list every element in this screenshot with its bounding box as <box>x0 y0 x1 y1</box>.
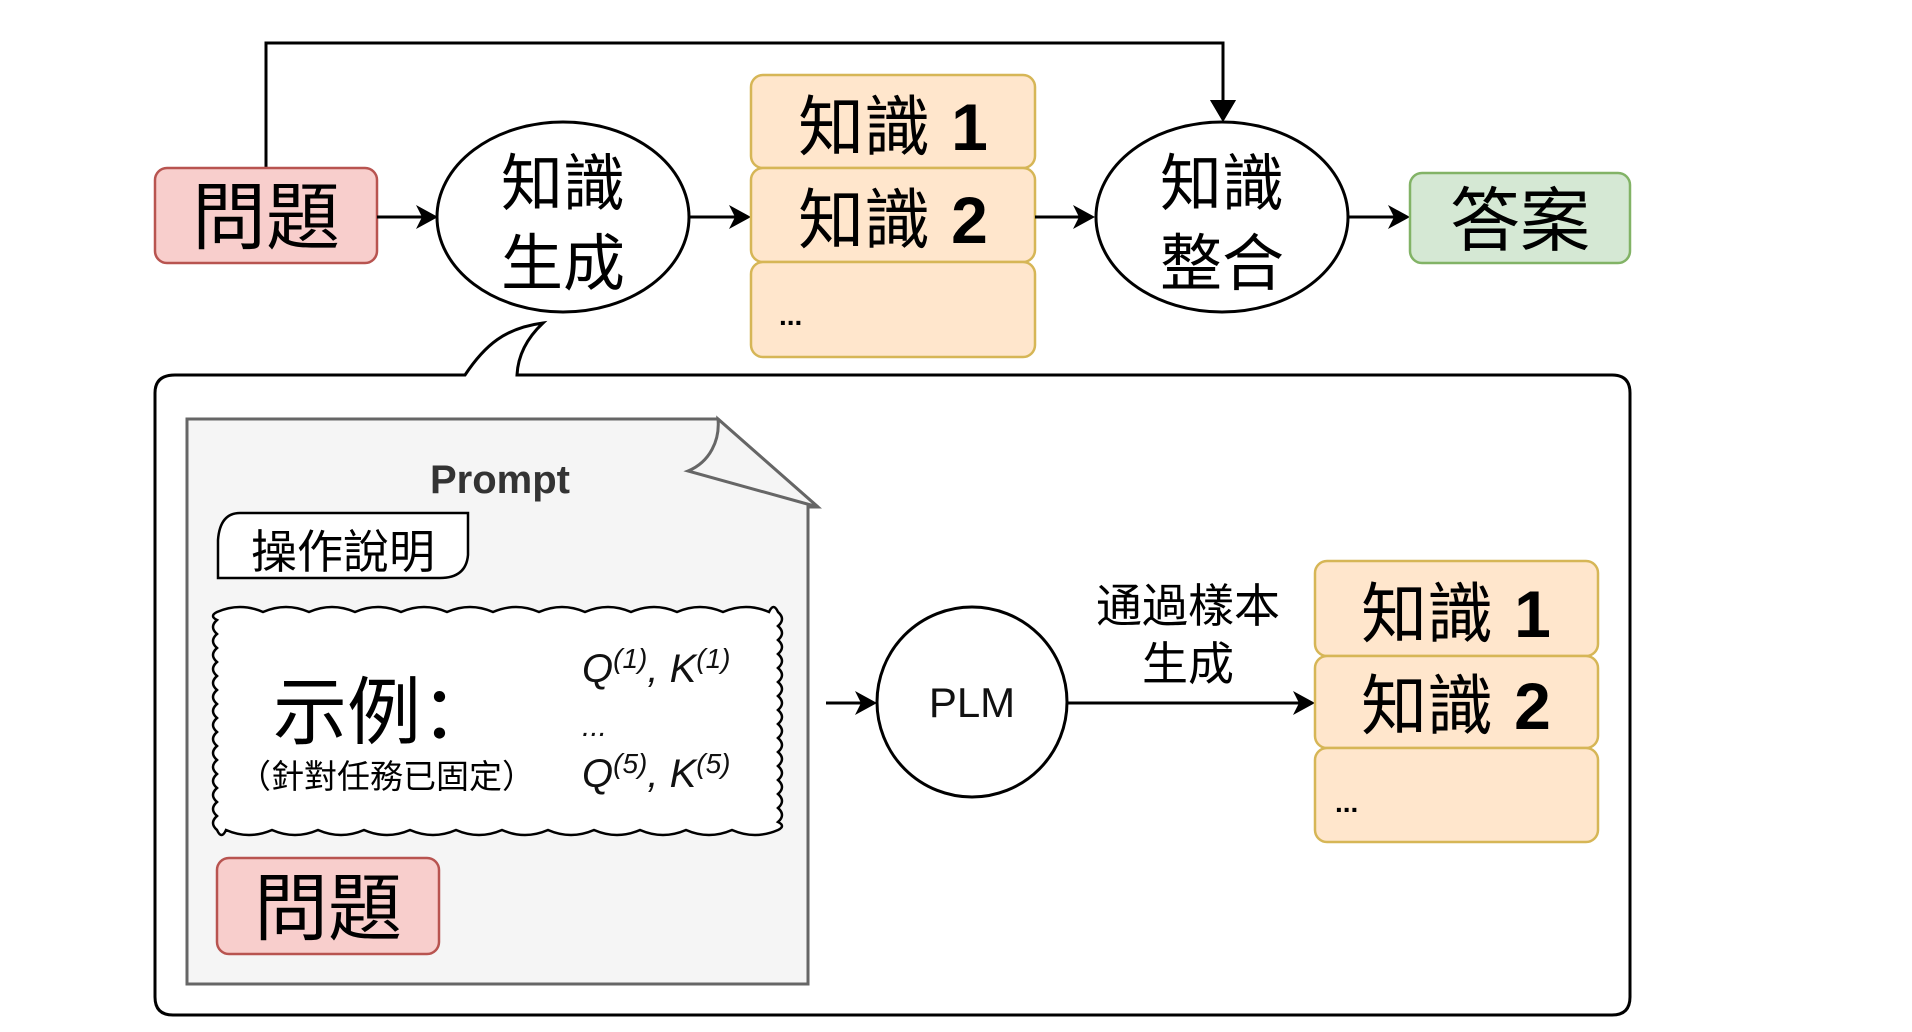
knowledge-generation-line2: 生成 <box>501 227 625 300</box>
arrowhead <box>1388 205 1410 229</box>
arrowhead-down-notch <box>1210 100 1236 122</box>
arrowhead <box>729 205 751 229</box>
skip-connection-line <box>264 41 1225 168</box>
prompt-question-label: 問題 <box>254 866 402 952</box>
edge-label-line1: 通過樣本 <box>1096 579 1280 633</box>
plm-label: PLM <box>929 679 1015 726</box>
knowledge-integration-line2: 整合 <box>1160 227 1284 300</box>
edge-label-line2: 生成 <box>1142 637 1234 691</box>
prompt-question-box <box>215 856 441 956</box>
arrowhead <box>416 205 438 229</box>
examples-note: （針對任務已固定） <box>238 757 535 796</box>
answer-label: 答案 <box>1450 180 1590 262</box>
knowledge-item-1: 知識 1 <box>1361 576 1551 653</box>
example-pair-last: Q(5), K(5) <box>582 748 731 796</box>
question-node: 問題 <box>153 166 379 265</box>
arrowhead <box>1293 691 1315 715</box>
example-pair-first: Q(1), K(1) <box>582 643 731 691</box>
example-ellipsis: ... <box>582 710 607 743</box>
page-curl <box>683 415 819 509</box>
knowledge-stack-bottom: 知識 1 知識 2 ... <box>1313 559 1600 844</box>
knowledge-integration-line1: 知識 <box>1160 147 1284 220</box>
knowledge-stack-top: 知識 1 知識 2 ... <box>749 73 1037 359</box>
arrowhead <box>1073 205 1095 229</box>
knowledge-integration-node: 知識 整合 <box>1094 120 1350 314</box>
plm-node: PLM <box>875 605 1069 799</box>
prompt-title: Prompt <box>430 458 570 502</box>
knowledge-item-2: 知識 2 <box>1361 668 1551 745</box>
knowledge-generation-line1: 知識 <box>501 147 625 220</box>
knowledge-generation-node: 知識 生成 <box>435 120 691 314</box>
arrowhead <box>855 691 877 715</box>
question-label: 問題 <box>192 175 340 261</box>
prompt-document: Prompt 操作說明 示例： （針對任務已固定） Q(1), K(1) ...… <box>185 415 822 986</box>
examples-box <box>211 605 784 837</box>
knowledge-item-more: ... <box>1335 787 1358 818</box>
instruction-label: 操作說明 <box>251 525 435 579</box>
instruction-tag <box>216 511 470 580</box>
knowledge-item-more: ... <box>779 300 802 331</box>
examples-label: 示例： <box>273 670 495 756</box>
knowledge-item-1: 知識 1 <box>798 89 988 166</box>
answer-node: 答案 <box>1408 171 1632 265</box>
knowledge-item-2: 知識 2 <box>798 182 988 259</box>
